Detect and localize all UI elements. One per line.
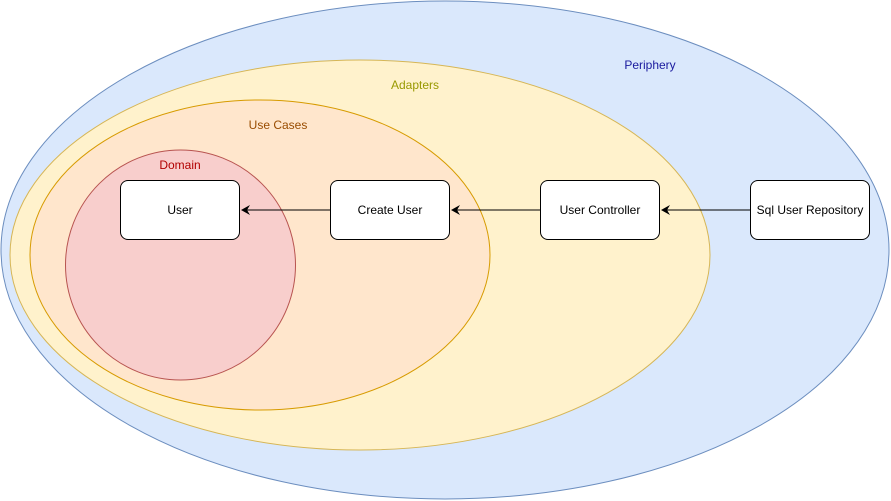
periphery-label: Periphery <box>624 58 675 72</box>
domain-label: Domain <box>159 158 200 172</box>
sql-user-repository-node[interactable]: Sql User Repository <box>750 180 870 240</box>
create-user-node-label: Create User <box>357 203 423 217</box>
user-controller-node-label: User Controller <box>559 203 641 217</box>
user-node[interactable]: User <box>120 180 240 240</box>
user-controller-node[interactable]: User Controller <box>540 180 660 240</box>
sql-user-repository-node-label: Sql User Repository <box>756 203 864 217</box>
adapters-label: Adapters <box>391 78 439 92</box>
user-node-label: User <box>167 203 193 217</box>
create-user-node[interactable]: Create User <box>330 180 450 240</box>
use-cases-label: Use Cases <box>249 118 308 132</box>
